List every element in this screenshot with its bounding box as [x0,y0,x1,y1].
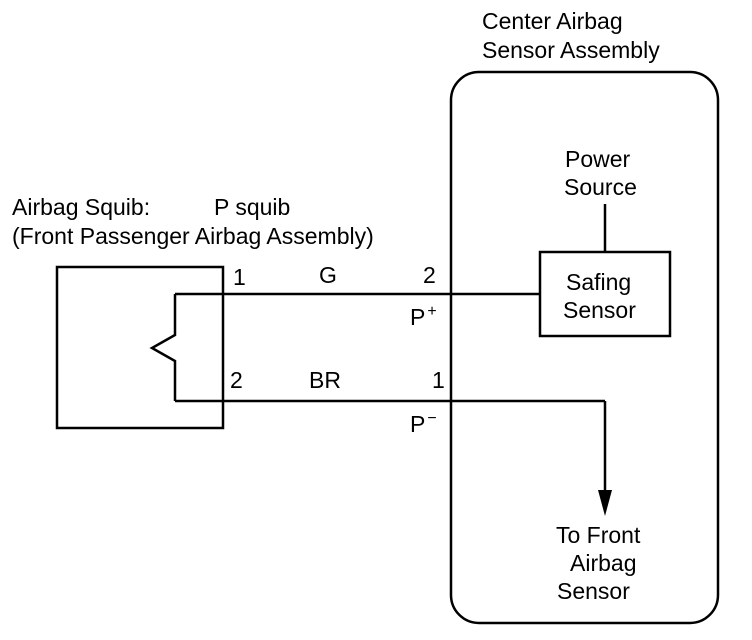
terminal-p-minus-letter: P [410,411,425,437]
center-assembly-title-line2: Sensor Assembly [482,37,660,63]
center-airbag-sensor-assembly-box [449,70,720,625]
front-sensor-label-line1: To Front [556,522,641,548]
front-sensor-label-line2: Airbag [570,550,636,576]
connector-pin-1: 1 [432,367,445,393]
squib-title-right: P squib [214,194,290,220]
squib-pin-2: 2 [230,367,243,393]
terminal-p-plus-sign: + [427,303,436,320]
safing-sensor-label-line2: Sensor [563,297,636,323]
power-source-label-line2: Source [564,174,637,200]
terminal-p-minus: P− [410,410,437,437]
wire-br-color-label: BR [309,367,341,393]
squib-subtitle: (Front Passenger Airbag Assembly) [12,223,374,249]
connector-pin-2: 2 [423,262,436,288]
squib-box [55,265,225,430]
center-assembly-title-line1: Center Airbag [482,8,623,34]
squib-pin-1: 1 [233,264,246,290]
wire-g-color-label: G [319,262,337,288]
safing-sensor-label-line1: Safing [566,269,631,295]
squib-element-symbol [149,294,177,401]
terminal-p-minus-sign: − [427,410,436,427]
squib-title-left: Airbag Squib: [12,194,150,220]
terminal-p-plus: P+ [410,303,437,330]
power-source-label-line1: Power [565,146,631,172]
down-arrow-icon [598,490,612,516]
front-sensor-label-line3: Sensor [557,578,630,604]
terminal-p-plus-letter: P [410,304,425,330]
